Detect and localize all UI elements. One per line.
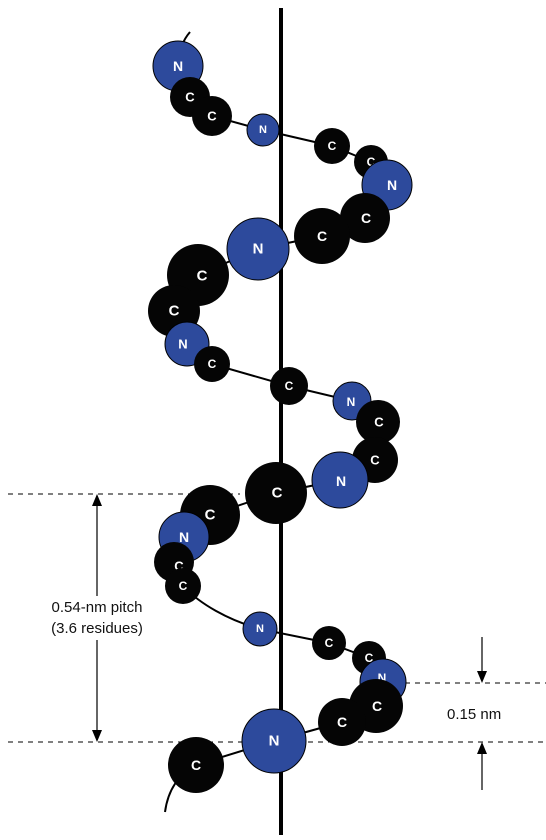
atom-symbol: N <box>179 529 189 545</box>
atom-symbol: C <box>337 714 347 730</box>
rise-label: 0.15 nm <box>447 706 501 723</box>
pitch-label: 0.54-nm pitch <box>52 599 143 616</box>
atom-symbol: C <box>179 579 188 593</box>
atom-symbol: C <box>197 268 208 285</box>
atom-carbon: C <box>168 737 224 793</box>
atom-symbol: N <box>269 733 280 750</box>
atom-symbol: C <box>174 559 184 574</box>
atom-symbol: C <box>372 698 382 714</box>
atom-carbon: C <box>192 96 232 136</box>
rise-arrow-top <box>477 637 487 683</box>
atom-symbol: N <box>378 671 387 685</box>
atom-symbol: C <box>169 303 180 320</box>
atom-carbon: C <box>340 193 390 243</box>
atom-symbol: C <box>370 453 380 468</box>
atom-symbol: C <box>325 636 334 650</box>
atom-symbol: C <box>191 757 201 773</box>
atom-symbol: N <box>173 58 183 74</box>
atom-symbol: N <box>336 473 346 489</box>
atom-symbol: C <box>205 507 216 524</box>
atom-symbol: N <box>253 241 264 258</box>
rise-arrow-bottom <box>477 742 487 790</box>
atom-symbol: N <box>387 177 397 193</box>
atom-nitrogen: N <box>241 708 307 774</box>
pitch-residues-label: (3.6 residues) <box>51 620 143 637</box>
atom-symbol: C <box>207 109 217 124</box>
atom-symbol: C <box>185 90 195 105</box>
atom-carbon: C <box>245 462 307 524</box>
atom-nitrogen: N <box>226 217 290 281</box>
backbone-chain <box>164 31 386 813</box>
atom-symbol: N <box>178 337 187 352</box>
atom-nitrogen: N <box>246 113 280 147</box>
atom-carbon: C <box>312 626 346 660</box>
atom-carbon: C <box>314 128 350 164</box>
atom-carbon: C <box>165 568 201 604</box>
atom-symbol: N <box>347 395 356 409</box>
atom-carbon: C <box>194 346 230 382</box>
atom-carbon: C <box>294 208 350 264</box>
atom-nitrogen: N <box>242 611 278 647</box>
atom-carbon: C <box>356 400 400 444</box>
atom-symbol: C <box>361 210 371 226</box>
atom-symbol: C <box>365 651 374 665</box>
atom-symbol: C <box>374 415 384 430</box>
atom-nitrogen: N <box>311 451 369 509</box>
atom-symbol: C <box>367 155 376 169</box>
atom-carbon: C <box>318 698 366 746</box>
atom-symbol: N <box>256 623 264 635</box>
atom-symbol: C <box>317 228 327 244</box>
atom-symbol: C <box>285 379 294 393</box>
atom-symbol: C <box>328 139 337 153</box>
atom-symbol: C <box>208 357 217 371</box>
atom-carbon: C <box>270 367 308 405</box>
atom-symbol: C <box>272 485 283 502</box>
atom-symbol: N <box>259 124 267 136</box>
